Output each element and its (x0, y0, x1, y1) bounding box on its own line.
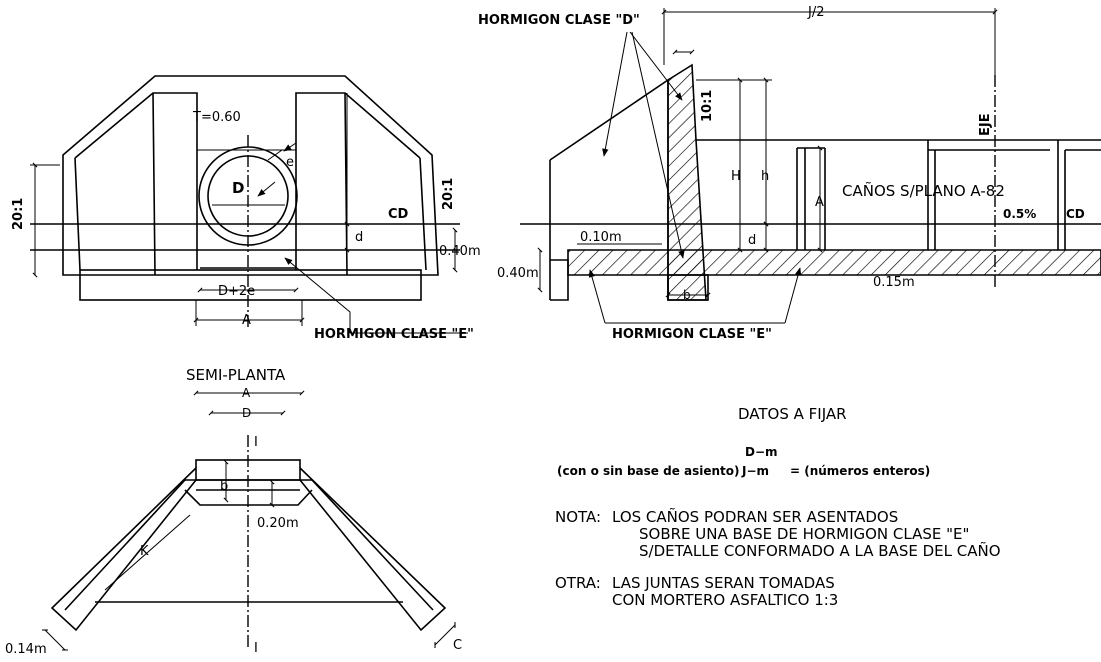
cd-front-label: CD (388, 207, 409, 222)
headwall-outline (62, 75, 439, 276)
jm-label: J−m (741, 464, 769, 478)
hormigon-e-section-label: HORMIGON CLASE "E" (612, 327, 772, 342)
d-section-label: d (748, 233, 756, 248)
A-front-label: A (242, 313, 251, 328)
otra-line-1: LAS JUNTAS SERAN TOMADAS (612, 574, 835, 592)
dm-label: D−m (745, 445, 778, 459)
otra-label: OTRA: (555, 574, 601, 592)
m020-label: 0.20m (257, 516, 299, 531)
I-bottom-label: I (254, 641, 258, 656)
slope-20-1-right: 20:1 (441, 178, 456, 210)
notes-block: DATOS A FIJAR D−m (con o sin base de asi… (555, 405, 1001, 609)
footing (79, 269, 422, 301)
otra-line-2: CON MORTERO ASFALTICO 1:3 (612, 591, 838, 609)
D-plan-label: D (242, 406, 251, 420)
eq-label: = (números enteros) (790, 464, 930, 478)
hormigon-e-front-label: HORMIGON CLASE "E" (314, 327, 474, 342)
base-hatched (567, 249, 1101, 276)
d-front-label: d (355, 230, 363, 245)
j-half-label: J/2 (807, 5, 825, 20)
m014-label: 0.14m (5, 642, 47, 657)
eje-label: EJE (978, 113, 993, 136)
longitudinal-section: HORMIGON CLASE "D" J/2 EJE 10:1 H h A CA… (478, 5, 1101, 342)
h040-section-label: 0.40m (497, 266, 539, 281)
h040-front-label: 0.40m (439, 244, 481, 259)
m010-label: 0.10m (580, 230, 622, 245)
hormigon-d-label: HORMIGON CLASE "D" (478, 13, 640, 28)
front-elevation: T=0.60 e D CD d 0.40m D+2e A HORMIGON CL… (11, 75, 481, 342)
wings-plan (50, 467, 447, 632)
H-label: H (731, 169, 741, 184)
nota-line-2: SOBRE UNA BASE DE HORMIGON CLASE "E" (639, 525, 969, 543)
semi-planta-title: SEMI-PLANTA (186, 366, 286, 384)
slope-10-1-label: 10:1 (700, 90, 715, 122)
e-label: e (286, 155, 294, 170)
cd-section-label: CD (1066, 207, 1085, 221)
I-top-label: I (254, 435, 258, 450)
m015-label: 0.15m (873, 275, 915, 290)
notes-title: DATOS A FIJAR (738, 405, 847, 423)
h-label: h (761, 169, 769, 184)
nota-line-1: LOS CAÑOS PODRAN SER ASENTADOS (612, 507, 898, 526)
A-plan-label: A (242, 386, 251, 400)
wing-right-inner (295, 92, 421, 270)
D-label: D (232, 179, 244, 197)
b-plan-label: b (220, 479, 228, 494)
nota-label: NOTA: (555, 508, 601, 526)
base-label: (con o sin base de asiento) (557, 464, 740, 478)
b-section-label: b (683, 288, 691, 302)
C-label: C (453, 638, 462, 653)
K-label: K (140, 544, 149, 559)
slope-20-1-left: 20:1 (11, 198, 26, 230)
wing-left-inner (74, 92, 198, 270)
nota-line-3: S/DETALLE CONFORMADO A LA BASE DEL CAÑO (639, 541, 1001, 560)
d-plus-2e-label: D+2e (218, 284, 255, 299)
t060-label: T=0.60 (192, 110, 241, 125)
A-section-label: A (815, 195, 824, 210)
semi-planta: SEMI-PLANTA A D I b 0.20m K 0.14m C I (5, 366, 462, 657)
canos-label: CAÑOS S/PLANO A-82 (842, 181, 1005, 200)
pct-label: 0.5% (1003, 207, 1036, 221)
